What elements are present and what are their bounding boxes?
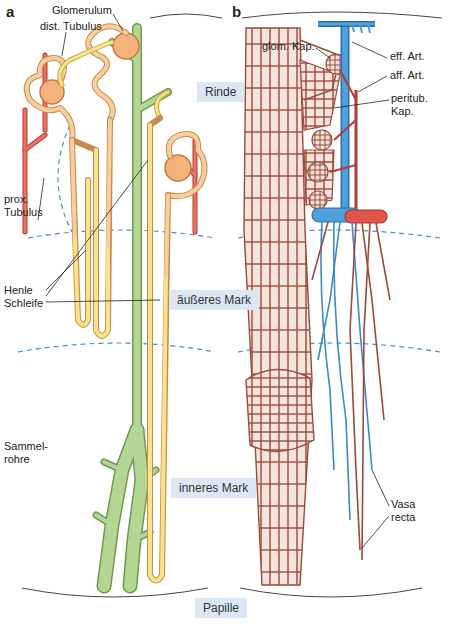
- part-label: eff. Art.: [390, 50, 425, 63]
- panel-letter: b: [232, 3, 241, 20]
- part-label: Henle Schleife: [4, 284, 48, 309]
- part-label: Vasa recta: [391, 498, 441, 523]
- part-label: prox. Tubulus: [4, 193, 48, 218]
- part-label: glom. Kap.: [262, 40, 315, 53]
- zone-name: Rinde: [205, 85, 236, 99]
- zone-band: inneres Mark: [171, 478, 256, 498]
- zone-name: Papille: [203, 601, 239, 615]
- zone-band: äußeres Mark: [169, 290, 259, 310]
- part-label: dist. Tubulus: [40, 20, 102, 33]
- part-label: peritub. Kap.: [391, 92, 441, 117]
- panel-letter: a: [6, 3, 14, 20]
- zone-name: äußeres Mark: [177, 293, 251, 307]
- zone-band: Rinde: [197, 82, 244, 102]
- part-label: aff. Art.: [390, 69, 425, 82]
- part-label: Sammel- rohre: [4, 440, 48, 465]
- part-label: Glomerulum: [52, 4, 112, 17]
- zone-band: Papille: [195, 598, 247, 618]
- zone-name: inneres Mark: [179, 481, 248, 495]
